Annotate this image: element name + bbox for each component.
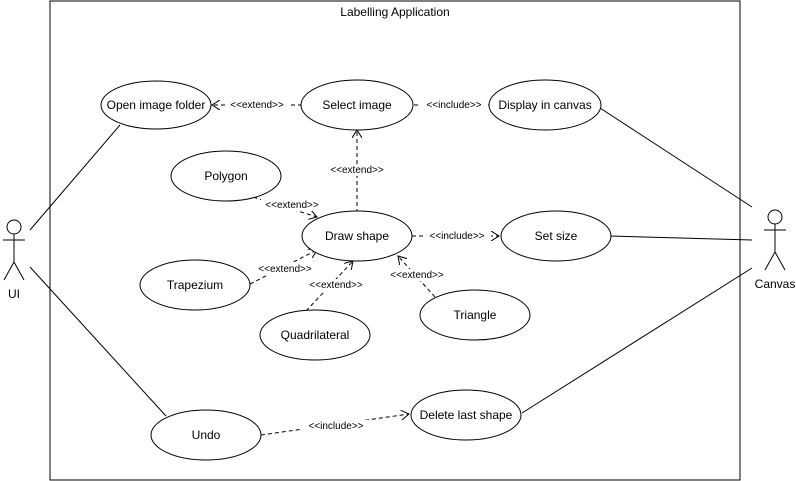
use-case-label: Quadrilateral (281, 328, 350, 342)
stereotype-include-draw-setsize: <<include>> (429, 231, 484, 242)
association-ui-open-image-folder (29, 124, 121, 231)
stereotype-extend-select-open: <<extend>> (230, 100, 284, 111)
use-case-select-image[interactable]: Select image (300, 79, 414, 131)
associations (29, 107, 753, 417)
use-case-undo[interactable]: Undo (150, 409, 262, 461)
association-setsize-canvas (609, 235, 753, 241)
use-case-open-image-folder[interactable]: Open image folder (100, 80, 212, 130)
use-case-draw-shape[interactable]: Draw shape (301, 210, 413, 262)
use-case-label: Trapezium (167, 278, 223, 292)
association-delete-canvas (521, 267, 753, 414)
use-case-display-in-canvas[interactable]: Display in canvas (488, 79, 602, 131)
dep-triangle-to-draw (398, 256, 436, 298)
actor-ui-label: UI (8, 287, 20, 301)
use-case-label: Select image (322, 98, 392, 112)
stereotype-include-select-display: <<include>> (426, 100, 481, 111)
use-case-label: Triangle (454, 308, 497, 322)
stereotype-extend-draw-select: <<extend>> (330, 165, 384, 176)
use-case-label: Undo (192, 428, 221, 442)
stereotype-extend-quadrilateral-draw: <<extend>> (309, 280, 363, 291)
use-case-label: Draw shape (325, 229, 389, 243)
actor-canvas-label: Canvas (755, 277, 796, 291)
dep-quadrilateral-to-draw (305, 261, 353, 312)
use-case-label: Set size (535, 229, 578, 243)
use-case-delete-last-shape[interactable]: Delete last shape (410, 389, 522, 441)
stereotype-labels: <<extend>> <<include>> <<extend>> <<exte… (226, 99, 491, 432)
use-case-triangle[interactable]: Triangle (419, 289, 531, 341)
actor-canvas[interactable] (764, 209, 786, 271)
use-case-label: Open image folder (107, 98, 206, 112)
stereotype-include-undo-delete: <<include>> (308, 421, 363, 432)
stereotype-extend-trapezium-draw: <<extend>> (258, 264, 312, 275)
use-case-trapezium[interactable]: Trapezium (139, 259, 251, 311)
use-case-polygon[interactable]: Polygon (170, 150, 282, 202)
use-case-label: Polygon (204, 169, 247, 183)
dep-undo-to-delete (260, 414, 409, 436)
stereotype-extend-polygon-draw: <<extend>> (265, 200, 319, 211)
association-ui-undo (29, 266, 167, 417)
system-title: Labelling Application (340, 5, 449, 19)
actor-ui[interactable] (3, 219, 25, 281)
use-case-label: Display in canvas (498, 98, 591, 112)
use-case-set-size[interactable]: Set size (500, 210, 612, 262)
use-case-quadrilateral[interactable]: Quadrilateral (259, 309, 371, 361)
association-display-canvas (599, 107, 753, 208)
use-case-label: Delete last shape (420, 408, 513, 422)
stereotype-extend-triangle-draw: <<extend>> (390, 270, 444, 281)
